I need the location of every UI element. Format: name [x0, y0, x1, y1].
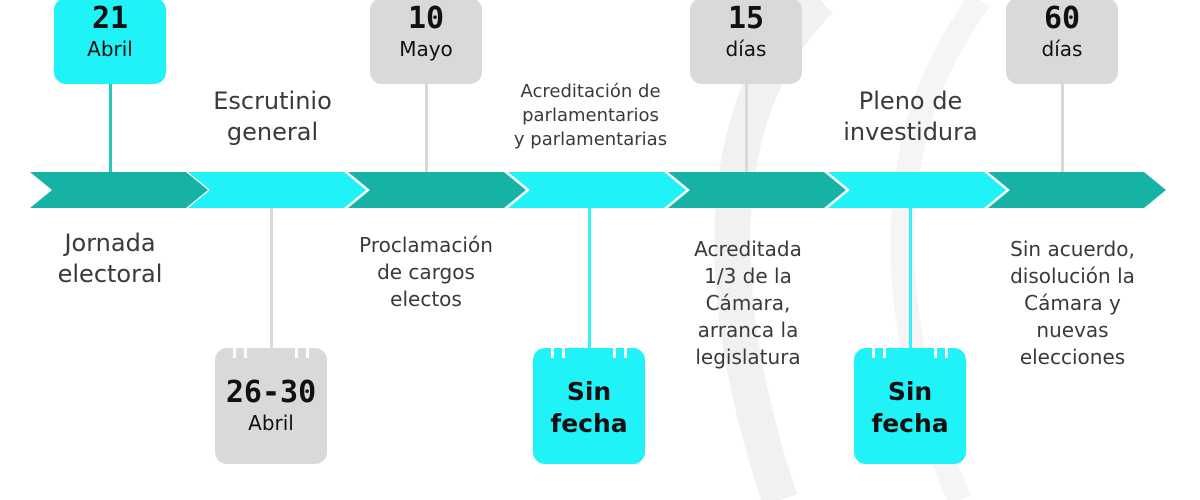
step-label-acreditada-tercio: Acreditada 1/3 de la Cámara, arranca la … [694, 237, 802, 369]
badge-value: 21 [91, 1, 129, 36]
badge-unit: Abril [248, 411, 294, 435]
connector-line-acreditacion [588, 208, 591, 350]
arrow-segment-proclamacion [348, 172, 526, 208]
badge-value: Sin [887, 377, 933, 406]
calendar-ring-icon [295, 342, 309, 358]
calendar-ring-icon [233, 342, 247, 358]
badge-unit: Abril [87, 37, 133, 61]
calendar-ring-icon [551, 342, 565, 358]
badge-value: 26-30 [225, 375, 317, 410]
calendar-badge-pleno-investidura: Sin fecha [854, 342, 966, 464]
calendar-ring-icon [613, 342, 627, 358]
calendar-ring-icon [872, 342, 886, 358]
calendar-badge-acreditacion: Sin fecha [533, 342, 645, 464]
step-label-sin-acuerdo: Sin acuerdo, disolución la Cámara y nuev… [1010, 237, 1135, 369]
connector-line-sin-acuerdo [1061, 84, 1064, 172]
badge-value: 15 [727, 1, 765, 36]
badge-unit: Mayo [399, 37, 453, 61]
connector-line-proclamacion [425, 84, 428, 172]
step-label-pleno-investidura: Pleno de investidura [843, 87, 978, 146]
arrow-segment-pleno-investidura [828, 172, 1006, 208]
arrow-segment-acreditacion [508, 172, 686, 208]
connector-line-acreditada-tercio [745, 84, 748, 172]
badge-value: Sin [566, 377, 612, 406]
step-label-acreditacion: Acreditación de parlamentarios y parlame… [513, 81, 668, 150]
badge-value: 60 [1043, 1, 1081, 36]
arrow-segment-escrutinio-general [188, 172, 366, 208]
arrow-segment-jornada-electoral [30, 172, 208, 208]
arrow-segment-sin-acuerdo [988, 172, 1166, 208]
connector-line-escrutinio-general [270, 208, 273, 350]
badge-unit: días [725, 37, 767, 61]
calendar-ring-icon [934, 342, 948, 358]
connector-line-pleno-investidura [909, 208, 912, 350]
badge-unit: fecha [871, 409, 949, 438]
step-label-escrutinio-general: Escrutinio general [213, 87, 332, 146]
step-label-jornada-electoral: Jornada electoral [57, 229, 163, 288]
arrow-segment-acreditada-tercio [668, 172, 846, 208]
badge-unit: días [1041, 37, 1083, 61]
badge-value: 10 [407, 1, 445, 36]
badge-unit: fecha [550, 409, 628, 438]
connector-line-jornada-electoral [109, 84, 112, 172]
step-label-proclamacion: Proclamación de cargos electos [359, 233, 493, 311]
